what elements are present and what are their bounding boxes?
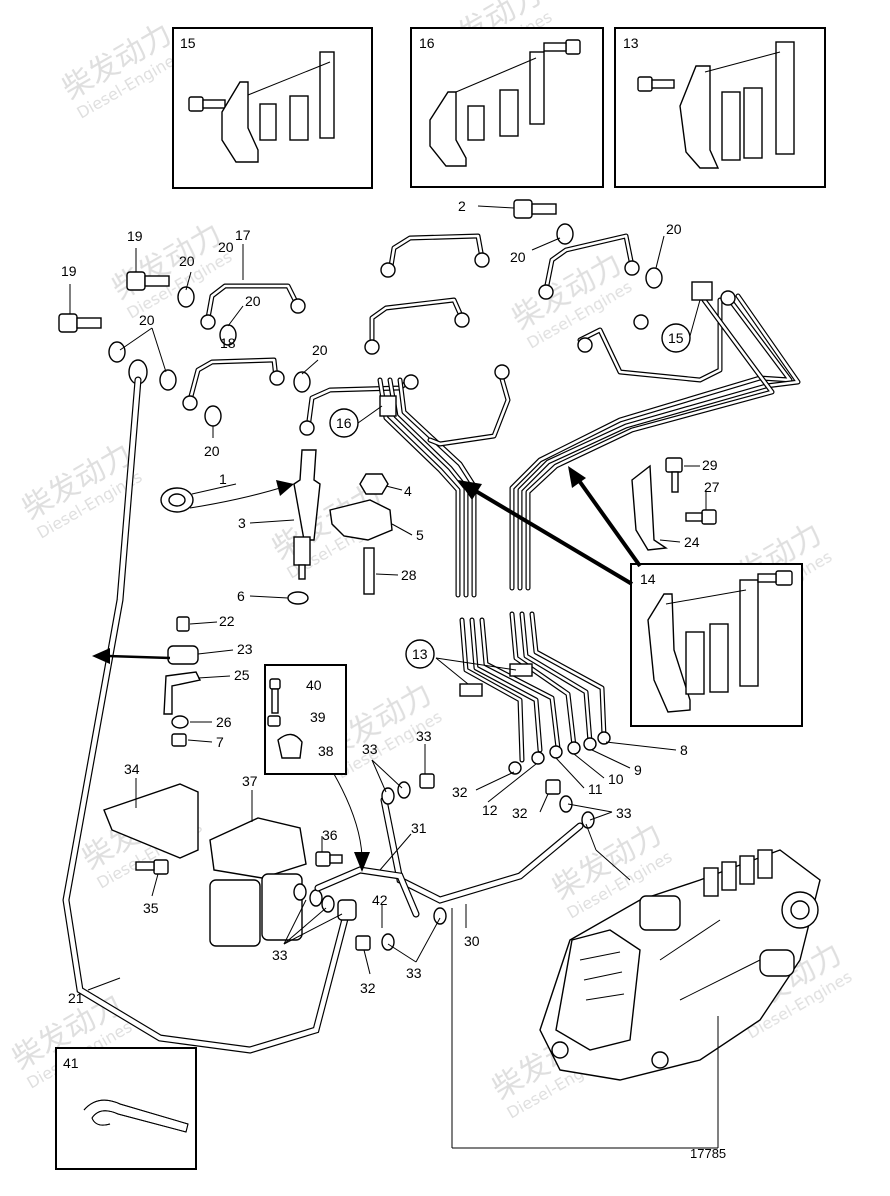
circled-label-16: 16 <box>336 415 352 431</box>
parts-box-38-40: 40 39 38 <box>264 664 347 775</box>
callout: 27 <box>704 479 720 495</box>
callout: 17 <box>235 227 251 243</box>
callout: 26 <box>216 714 232 730</box>
callout: 1 <box>219 471 227 487</box>
inset-box-16: 16 <box>410 27 604 188</box>
parts-box-label-38: 38 <box>318 743 334 759</box>
callout: 4 <box>404 483 412 499</box>
injection-pipe-bundle-lower <box>459 611 611 775</box>
callout: 20 <box>204 443 220 459</box>
callout: 12 <box>482 802 498 818</box>
callout: 24 <box>684 534 700 550</box>
callout: 3 <box>238 515 246 531</box>
callout: 10 <box>608 771 624 787</box>
callout: 20 <box>218 239 234 255</box>
callout: 20 <box>312 342 328 358</box>
callout: 7 <box>216 734 224 750</box>
leader-lines <box>69 205 719 1149</box>
callout: 33 <box>616 805 632 821</box>
callout: 28 <box>401 567 417 583</box>
callout: 6 <box>237 588 245 604</box>
inset-label-16: 16 <box>419 35 435 51</box>
circled-labels: 15 16 13 <box>329 299 701 669</box>
callout: 30 <box>464 933 480 949</box>
callout: 32 <box>512 805 528 821</box>
callout: 33 <box>362 741 378 757</box>
bracket-27 <box>631 457 717 551</box>
callout: 8 <box>680 742 688 758</box>
fuel-filter-assembly <box>103 783 357 947</box>
callout: 35 <box>143 900 159 916</box>
callout: 32 <box>360 980 376 996</box>
banjo-bolts <box>58 199 663 427</box>
drawing-number: 17785 <box>690 1146 726 1161</box>
callout: 36 <box>322 827 338 843</box>
callout: 32 <box>452 784 468 800</box>
callout: 23 <box>237 641 253 657</box>
injection-pump <box>539 849 821 1081</box>
direction-arrows <box>92 466 642 872</box>
callout: 2 <box>458 198 466 214</box>
fuel-hose-21 <box>62 376 350 1054</box>
callout: 20 <box>179 253 195 269</box>
inset-box-13: 13 <box>614 27 826 188</box>
callout: 5 <box>416 527 424 543</box>
callout: 25 <box>234 667 250 683</box>
callout: 22 <box>219 613 235 629</box>
inset-box-41: 41 <box>55 1047 197 1170</box>
callout: 33 <box>416 728 432 744</box>
callout: 31 <box>411 820 427 836</box>
callout: 20 <box>510 249 526 265</box>
callout: 34 <box>124 761 140 777</box>
circled-label-13: 13 <box>412 646 428 662</box>
injection-pipe-bundle <box>377 281 801 598</box>
inset-box-14: 14 <box>630 563 803 727</box>
callout: 33 <box>406 965 422 981</box>
callout: 20 <box>666 221 682 237</box>
hose-clamp-assembly <box>163 616 202 747</box>
callout: 42 <box>372 892 388 908</box>
callout: 29 <box>702 457 718 473</box>
callout: 9 <box>634 762 642 778</box>
callout: 33 <box>272 947 288 963</box>
callout: 11 <box>588 781 603 797</box>
inset-label-13: 13 <box>623 35 639 51</box>
callout: 37 <box>242 773 258 789</box>
callout: 18 <box>220 335 236 351</box>
inset-label-15: 15 <box>180 35 196 51</box>
callout: 19 <box>127 228 143 244</box>
inset-box-15: 15 <box>172 27 373 189</box>
inset-label-14: 14 <box>640 571 656 587</box>
part-callouts: 19 19 17 20 20 20 20 20 20 20 20 18 2 1 … <box>61 198 720 1006</box>
inset-label-41: 41 <box>63 1055 79 1071</box>
parts-box-label-40: 40 <box>306 677 322 693</box>
circled-label-15: 15 <box>668 330 684 346</box>
callout: 20 <box>245 293 261 309</box>
callout: 20 <box>139 312 155 328</box>
injection-pipes-upper <box>182 233 640 436</box>
callout: 21 <box>68 990 84 1006</box>
callout: 19 <box>61 263 77 279</box>
parts-box-label-39: 39 <box>310 709 326 725</box>
injector-assembly <box>160 449 393 605</box>
